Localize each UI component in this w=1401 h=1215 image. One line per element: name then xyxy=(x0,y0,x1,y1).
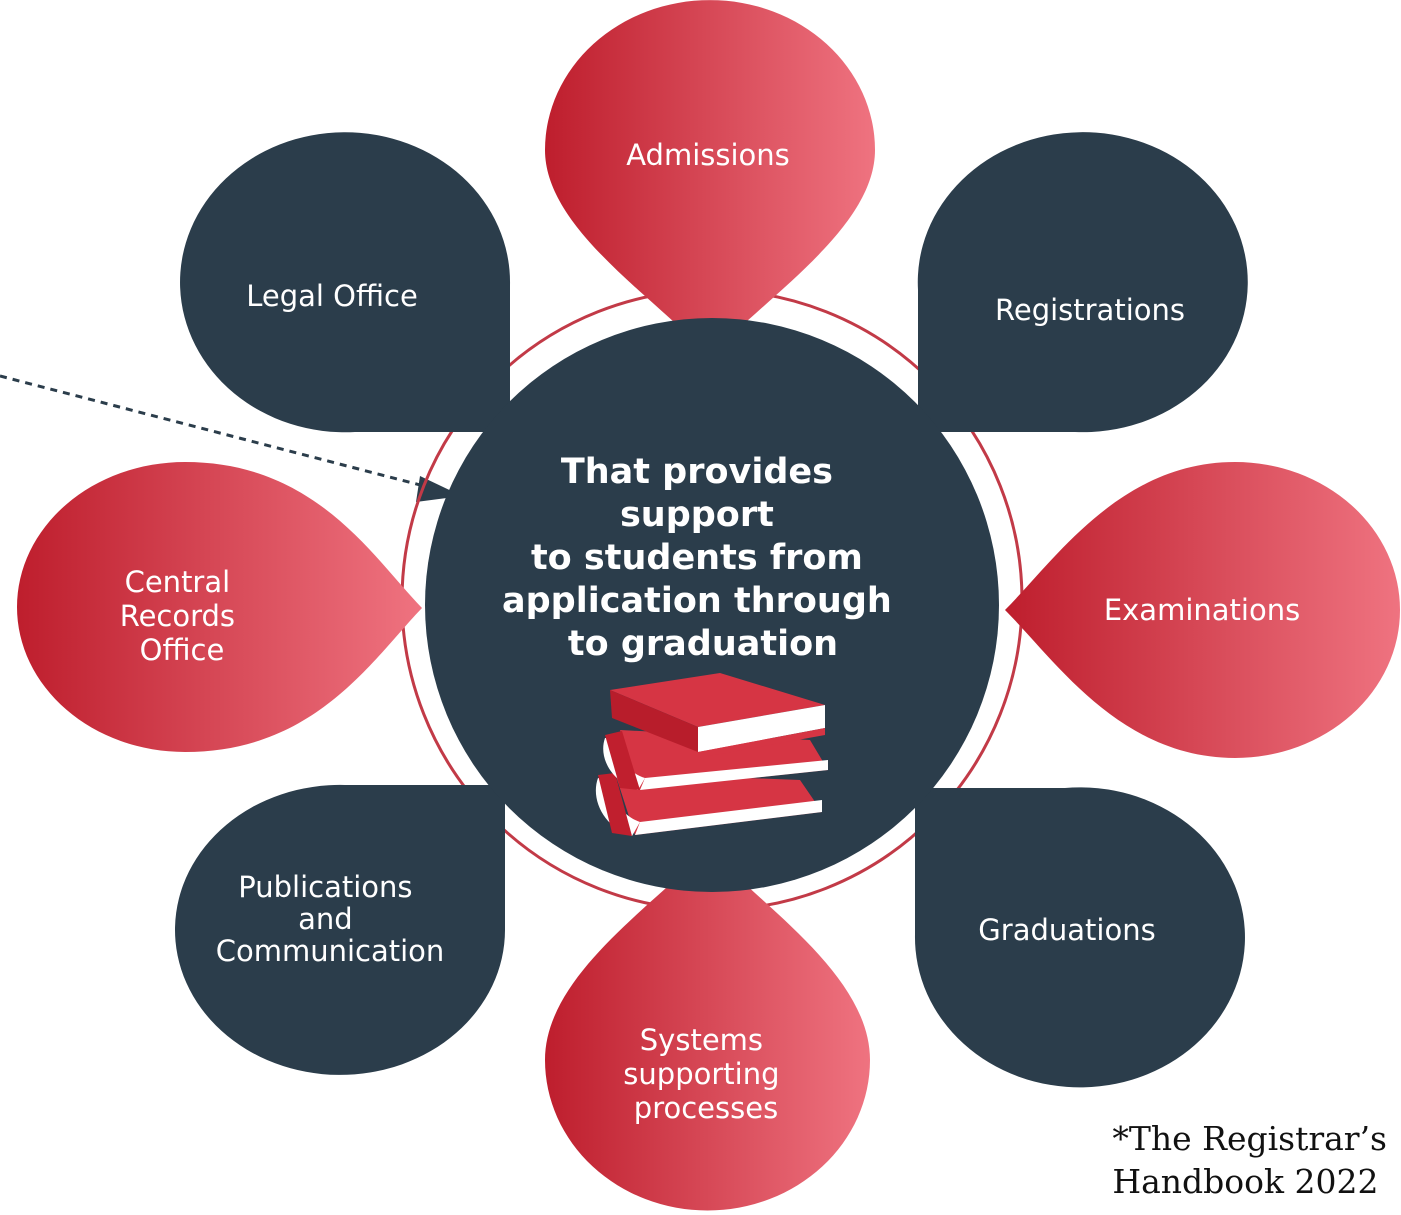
books-stack-icon xyxy=(595,673,828,836)
citation-line-1: *The Registrar’s xyxy=(1112,1119,1387,1158)
petal-systems-label-1: Systems xyxy=(640,1023,763,1057)
petal-publications-label-2: and xyxy=(298,902,353,936)
petal-systems: Systems supporting processes xyxy=(545,848,870,1211)
citation: *The Registrar’s Handbook 2022 xyxy=(1112,1117,1387,1203)
petal-central-records: Central Records Office xyxy=(17,462,422,752)
center-text-line-2: support xyxy=(620,495,774,535)
svg-text:Examinations: Examinations xyxy=(1104,593,1300,627)
petal-legal: Legal Office xyxy=(180,132,511,433)
svg-text:Graduations: Graduations xyxy=(978,913,1155,947)
svg-text:Systems supporting: Systems supporting processes xyxy=(623,1023,788,1125)
svg-text:Registrations: Registrations xyxy=(995,293,1185,327)
citation-line-2: Handbook 2022 xyxy=(1112,1162,1379,1201)
svg-text:Legal Office: Legal Office xyxy=(246,279,418,313)
petal-registrations-label: Registrations xyxy=(995,293,1185,327)
center-text-line-5: to graduation xyxy=(568,624,838,664)
petal-central-records-label-3: Office xyxy=(140,633,225,667)
petal-graduations-label: Graduations xyxy=(978,913,1155,947)
petal-registrations: Registrations xyxy=(917,132,1248,433)
petal-publications-label-3: Communication xyxy=(216,934,445,968)
petal-publications-label-1: Publications xyxy=(238,870,412,904)
petal-systems-label-2: supporting xyxy=(623,1057,779,1091)
petal-publications: Publications and Communication xyxy=(175,784,505,1075)
petal-systems-label-3: processes xyxy=(634,1091,778,1125)
petal-central-records-label-2: Records xyxy=(120,599,235,633)
petal-examinations-label: Examinations xyxy=(1104,593,1300,627)
svg-text:Admissions: Admissions xyxy=(626,138,790,172)
center-circle xyxy=(425,318,999,892)
svg-text:Publications and C: Publications and Communication xyxy=(216,870,445,968)
petal-graduations: Graduations xyxy=(914,787,1245,1088)
petal-central-records-label-1: Central xyxy=(125,565,231,599)
pointer-arrow xyxy=(0,374,456,496)
svg-text:Central Records Of: Central Records Office xyxy=(120,565,245,667)
petal-admissions: Admissions xyxy=(545,0,875,358)
svg-text:That provides support: That provides support to students from a… xyxy=(502,452,904,664)
petal-examinations: Examinations xyxy=(1005,462,1400,758)
center-text-line-1: That provides xyxy=(561,452,833,492)
petal-legal-label: Legal Office xyxy=(246,279,418,313)
petal-admissions-label: Admissions xyxy=(626,138,790,172)
center-text-line-4: application through xyxy=(502,581,892,621)
center-text-line-3: to students from xyxy=(531,538,863,578)
